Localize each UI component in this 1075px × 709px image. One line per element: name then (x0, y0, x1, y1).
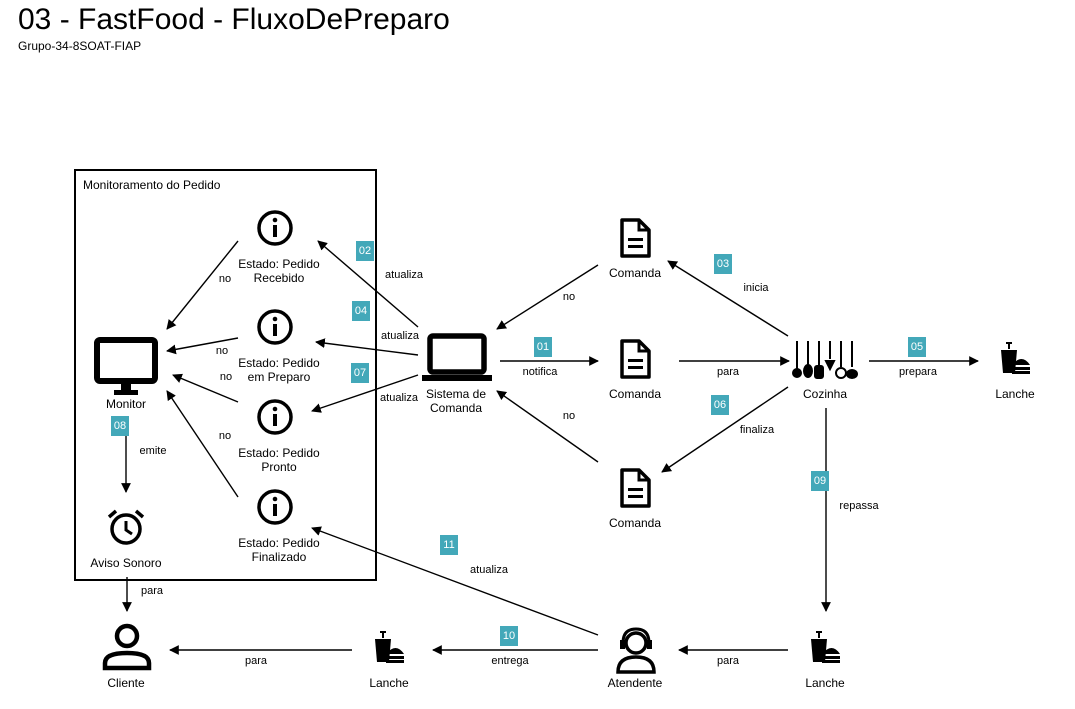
edge-label: atualiza (380, 392, 418, 404)
edge-label: no (218, 430, 232, 442)
edge-sistema-preparo (315, 338, 419, 356)
edge-finalizado-monitor (166, 390, 239, 498)
step-badge-07: 07 (351, 363, 369, 383)
node-label: Estado: Pedido em Preparo (238, 356, 320, 384)
edge-label: inicia (743, 282, 769, 294)
node-comanda-mid: Comanda (608, 387, 662, 401)
info-icon (257, 210, 293, 246)
support-agent-icon (616, 627, 656, 674)
document-icon (620, 339, 651, 379)
node-aviso-sonoro: Aviso Sonoro (90, 556, 162, 570)
step-badge-11: 11 (440, 535, 458, 555)
step-badge-10: 10 (500, 626, 518, 646)
node-lanche-bottom-right: Lanche (805, 676, 845, 690)
monitoring-group-box (74, 169, 377, 581)
edge-cozinha-comanda-bot (661, 386, 789, 473)
edge-sistema-pronto (311, 374, 419, 413)
info-icon (257, 399, 293, 435)
edge-label: entrega (491, 655, 529, 667)
person-icon (102, 623, 152, 671)
node-label: Estado: Pedido Pronto (238, 446, 320, 474)
edge-label: para (244, 655, 268, 667)
step-badge-03: 03 (714, 254, 732, 274)
edge-label: atualiza (470, 564, 508, 576)
edge-preparo-monitor (166, 337, 239, 355)
node-atendente: Atendente (607, 676, 663, 690)
node-label: Estado: Pedido Recebido (238, 257, 320, 285)
edge-label: no (218, 273, 232, 285)
node-label: Sistema de Comanda (425, 387, 487, 415)
node-comanda-top: Comanda (608, 266, 662, 280)
fast-food-icon (375, 631, 404, 663)
edge-label: prepara (899, 366, 937, 378)
edge-sistema-recebido (317, 240, 419, 328)
edge-label: para (716, 366, 740, 378)
laptop-icon (422, 333, 492, 381)
node-lanche-bottom-mid: Lanche (369, 676, 409, 690)
edge-comanda-bot-sistema (496, 390, 599, 463)
step-badge-05: 05 (908, 337, 926, 357)
edge-label: repassa (839, 500, 879, 512)
info-icon (257, 489, 293, 525)
node-monitor: Monitor (105, 397, 147, 411)
edge-atendente-finalizado (311, 526, 599, 636)
fast-food-icon (811, 631, 840, 663)
edge-label: no (562, 410, 576, 422)
node-estado-finalizado: Estado: Pedido Finalizado (238, 536, 319, 564)
edge-label: atualiza (385, 269, 423, 281)
node-comanda-bot: Comanda (608, 516, 662, 530)
document-icon (620, 218, 651, 258)
node-lanche-right: Lanche (995, 387, 1035, 401)
info-icon (257, 309, 293, 345)
step-badge-04: 04 (352, 301, 370, 321)
edge-label: para (716, 655, 740, 667)
edge-cozinha-comanda-top (667, 260, 789, 337)
fast-food-icon (1001, 342, 1030, 374)
step-badge-01: 01 (534, 337, 552, 357)
edge-label: no (215, 345, 229, 357)
step-badge-06: 06 (711, 395, 729, 415)
edge-label: emite (139, 445, 167, 457)
edge-label: atualiza (381, 330, 419, 342)
edge-label: no (219, 371, 233, 383)
edge-recebido-monitor (166, 240, 239, 330)
node-cliente: Cliente (107, 676, 145, 690)
node-sistema-comanda: Sistema de Comanda (426, 387, 486, 415)
edge-label: no (562, 291, 576, 303)
edge-label: finaliza (739, 424, 775, 436)
document-icon (620, 468, 651, 508)
node-estado-pronto: Estado: Pedido Pronto (238, 446, 319, 474)
edge-pronto-monitor (172, 373, 239, 403)
step-badge-09: 09 (811, 471, 829, 491)
kitchen-utensils-icon (792, 341, 858, 379)
diagram-subtitle: Grupo-34-8SOAT-FIAP (18, 39, 142, 53)
step-badge-02: 02 (356, 241, 374, 261)
monitor-icon (94, 337, 158, 395)
edge-label: notifica (522, 366, 558, 378)
group-title: Monitoramento do Pedido (83, 178, 221, 192)
step-badge-08: 08 (111, 416, 129, 436)
edge-label: para (140, 585, 164, 597)
node-estado-preparo: Estado: Pedido em Preparo (238, 356, 319, 384)
diagram-title: 03 - FastFood - FluxoDePreparo (18, 3, 450, 36)
node-cozinha: Cozinha (802, 387, 848, 401)
node-estado-recebido: Estado: Pedido Recebido (238, 257, 319, 285)
edge-comanda-top-sistema (496, 264, 599, 330)
alarm-clock-icon (107, 509, 145, 545)
node-label: Estado: Pedido Finalizado (238, 536, 320, 564)
